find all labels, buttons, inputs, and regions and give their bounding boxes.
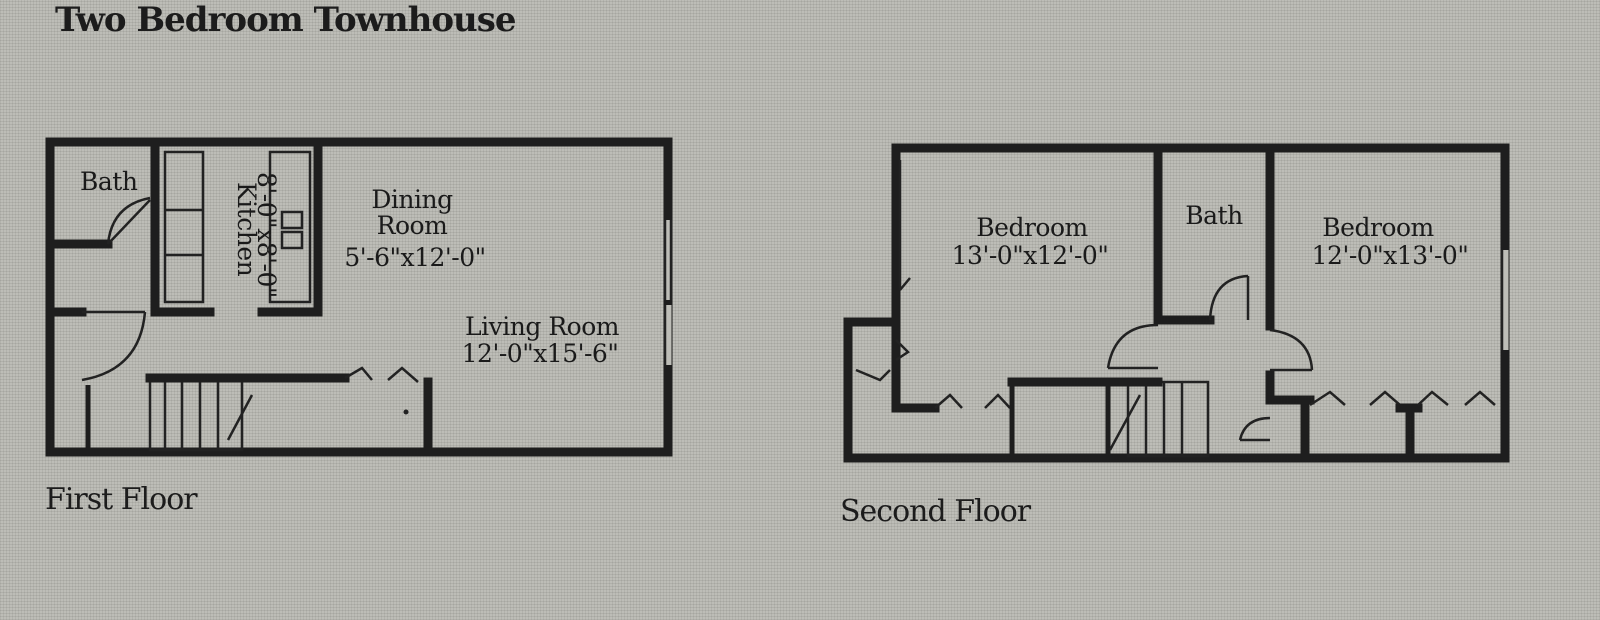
- living-room-label: Living Room: [465, 312, 620, 341]
- first-bath-label: Bath: [80, 167, 138, 196]
- kitchen-size: 8'-0"x8'-0": [252, 172, 281, 298]
- kitchen-counter-right: [268, 150, 312, 304]
- stair-well: [1009, 379, 1111, 459]
- second-floor-plan: Bedroom 13'-0"x12'-0" Bath Bedroom 12'-0…: [843, 143, 1510, 463]
- right-bedroom-label: Bedroom: [1322, 213, 1434, 242]
- kitchen-label: Kitchen: [232, 182, 261, 277]
- dining-label-line2: Room: [377, 211, 448, 240]
- living-room-size: 12'-0"x15'-6": [462, 339, 619, 368]
- right-bedroom-size: 12'-0"x13'-0": [1312, 241, 1469, 270]
- left-bedroom-size: 13'-0"x12'-0": [952, 241, 1109, 270]
- dining-size: 5'-6"x12'-0": [344, 243, 485, 272]
- first-floor-outer-wall: [45, 137, 673, 457]
- entry-door-arc: [81, 311, 147, 382]
- stairs: [1126, 380, 1210, 458]
- left-bedroom-label: Bedroom: [976, 213, 1088, 242]
- second-floor-label: Second Floor: [840, 494, 1031, 529]
- sink-icon: [280, 210, 304, 230]
- dining-label-line1: Dining: [371, 185, 453, 214]
- first-floor-label: First Floor: [45, 482, 198, 517]
- page-title: Two Bedroom Townhouse: [55, 0, 517, 40]
- second-bath-label: Bath: [1185, 201, 1243, 230]
- bath-door-arc: [106, 196, 151, 245]
- bath-door-arc: [1208, 274, 1249, 321]
- kitchen-counter: [163, 150, 205, 304]
- first-floor-plan: Bath Kitchen 8'-0"x8'-0" Dining Room 5'-…: [45, 137, 673, 457]
